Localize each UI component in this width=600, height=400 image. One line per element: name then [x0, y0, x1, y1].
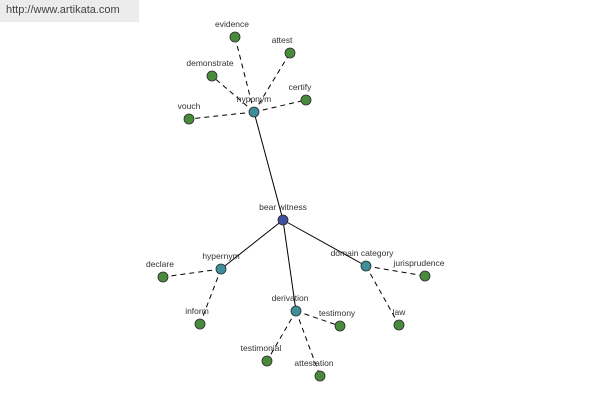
edge-hyponym-evidence — [234, 36, 255, 113]
relation-node-derivation[interactable] — [290, 305, 302, 317]
term-label-demonstrate: demonstrate — [186, 58, 234, 68]
edges-layer — [162, 36, 426, 377]
term-node-attestation[interactable] — [314, 370, 326, 382]
relation-label-hypernym: hypernym — [202, 251, 239, 261]
term-label-vouch: vouch — [178, 101, 201, 111]
root-label: bear witness — [259, 202, 307, 212]
watermark-url[interactable]: http://www.artikata.com — [0, 0, 139, 22]
term-node-jurisprudence[interactable] — [419, 270, 431, 282]
term-node-vouch[interactable] — [183, 113, 195, 125]
term-node-certify[interactable] — [300, 94, 312, 106]
edge-hyponym-attest — [253, 52, 291, 113]
term-label-attest: attest — [272, 35, 293, 45]
edge-root-hyponym — [253, 111, 284, 221]
relation-node-domain-category[interactable] — [360, 260, 372, 272]
relation-label-domain-category: domain category — [331, 248, 395, 258]
labels-layer: evidence attest demonstrate certify vouch hyp… — [146, 19, 445, 368]
edge-domain-category-jurisprudence — [365, 265, 426, 277]
term-label-attestation: attestation — [294, 358, 333, 368]
edge-hyponym-vouch — [188, 111, 255, 120]
edge-root-derivation — [282, 219, 297, 312]
term-label-testimony: testimony — [319, 308, 356, 318]
edge-domain-category-law — [365, 265, 400, 326]
edge-hypernym-inform — [199, 268, 222, 325]
term-label-evidence: evidence — [215, 19, 249, 29]
term-label-jurisprudence: jurisprudence — [392, 258, 444, 268]
root-node[interactable] — [277, 214, 289, 226]
term-label-certify: certify — [289, 82, 312, 92]
relation-node-hypernym[interactable] — [215, 263, 227, 275]
term-node-testimonial[interactable] — [261, 355, 273, 367]
term-node-declare[interactable] — [157, 271, 169, 283]
term-label-testimonial: testimonial — [241, 343, 282, 353]
nodes-layer — [157, 31, 431, 382]
edge-derivation-testimonial — [266, 310, 297, 362]
relation-label-derivation: derivation — [272, 293, 309, 303]
term-label-inform: inform — [185, 306, 209, 316]
edge-hypernym-declare — [162, 268, 222, 278]
relation-label-hyponym: hyponym — [237, 94, 272, 104]
term-node-evidence[interactable] — [229, 31, 241, 43]
edge-root-hypernym — [220, 219, 284, 270]
term-node-demonstrate[interactable] — [206, 70, 218, 82]
edge-hyponym-demonstrate — [211, 75, 255, 113]
edge-derivation-attestation — [295, 310, 321, 377]
relation-node-hyponym[interactable] — [248, 106, 260, 118]
edge-derivation-testimony — [295, 310, 341, 327]
term-node-attest[interactable] — [284, 47, 296, 59]
term-label-declare: declare — [146, 259, 174, 269]
term-label-law: law — [393, 307, 407, 317]
term-node-inform[interactable] — [194, 318, 206, 330]
term-node-law[interactable] — [393, 319, 405, 331]
term-node-testimony[interactable] — [334, 320, 346, 332]
edge-root-domain-category — [282, 219, 367, 267]
